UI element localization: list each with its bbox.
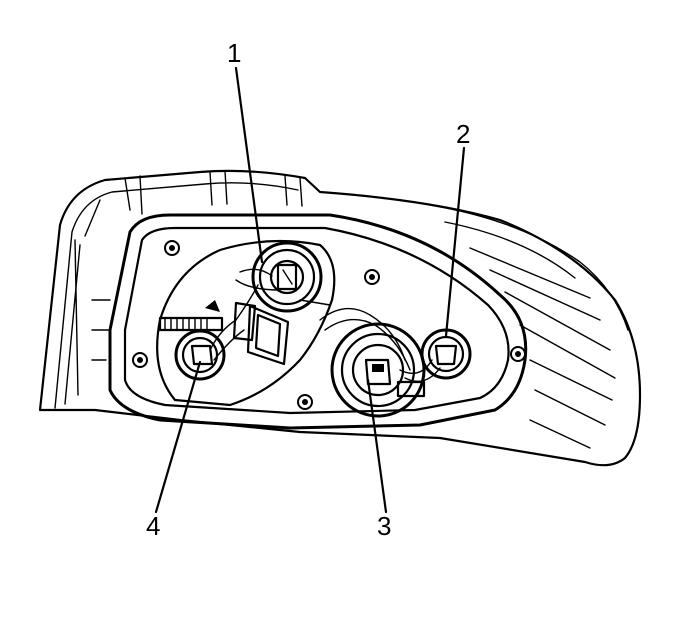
leader-line-1 — [234, 66, 264, 264]
callout-4: 4 — [146, 511, 160, 541]
callout-3: 3 — [377, 511, 391, 541]
leader-line-4 — [154, 360, 202, 514]
callout-2: 2 — [456, 119, 470, 149]
bulb-socket-4 — [174, 329, 226, 381]
screw-top-left — [164, 240, 180, 256]
lens-ribs — [429, 204, 629, 449]
screw-right — [510, 346, 526, 362]
leader-line-3 — [366, 378, 388, 514]
housing-outer-shell — [38, 169, 642, 467]
bulb-socket-1 — [251, 241, 323, 313]
bulb-socket-3 — [330, 322, 426, 418]
bulb-socket-2 — [420, 328, 472, 380]
leader-line-2 — [444, 146, 466, 338]
screw-center-top — [364, 269, 380, 285]
leader-lines — [154, 66, 466, 514]
callout-1: 1 — [227, 38, 241, 68]
wiring-harness — [158, 268, 441, 382]
screw-bottom — [297, 394, 313, 410]
screw-left — [132, 352, 148, 368]
